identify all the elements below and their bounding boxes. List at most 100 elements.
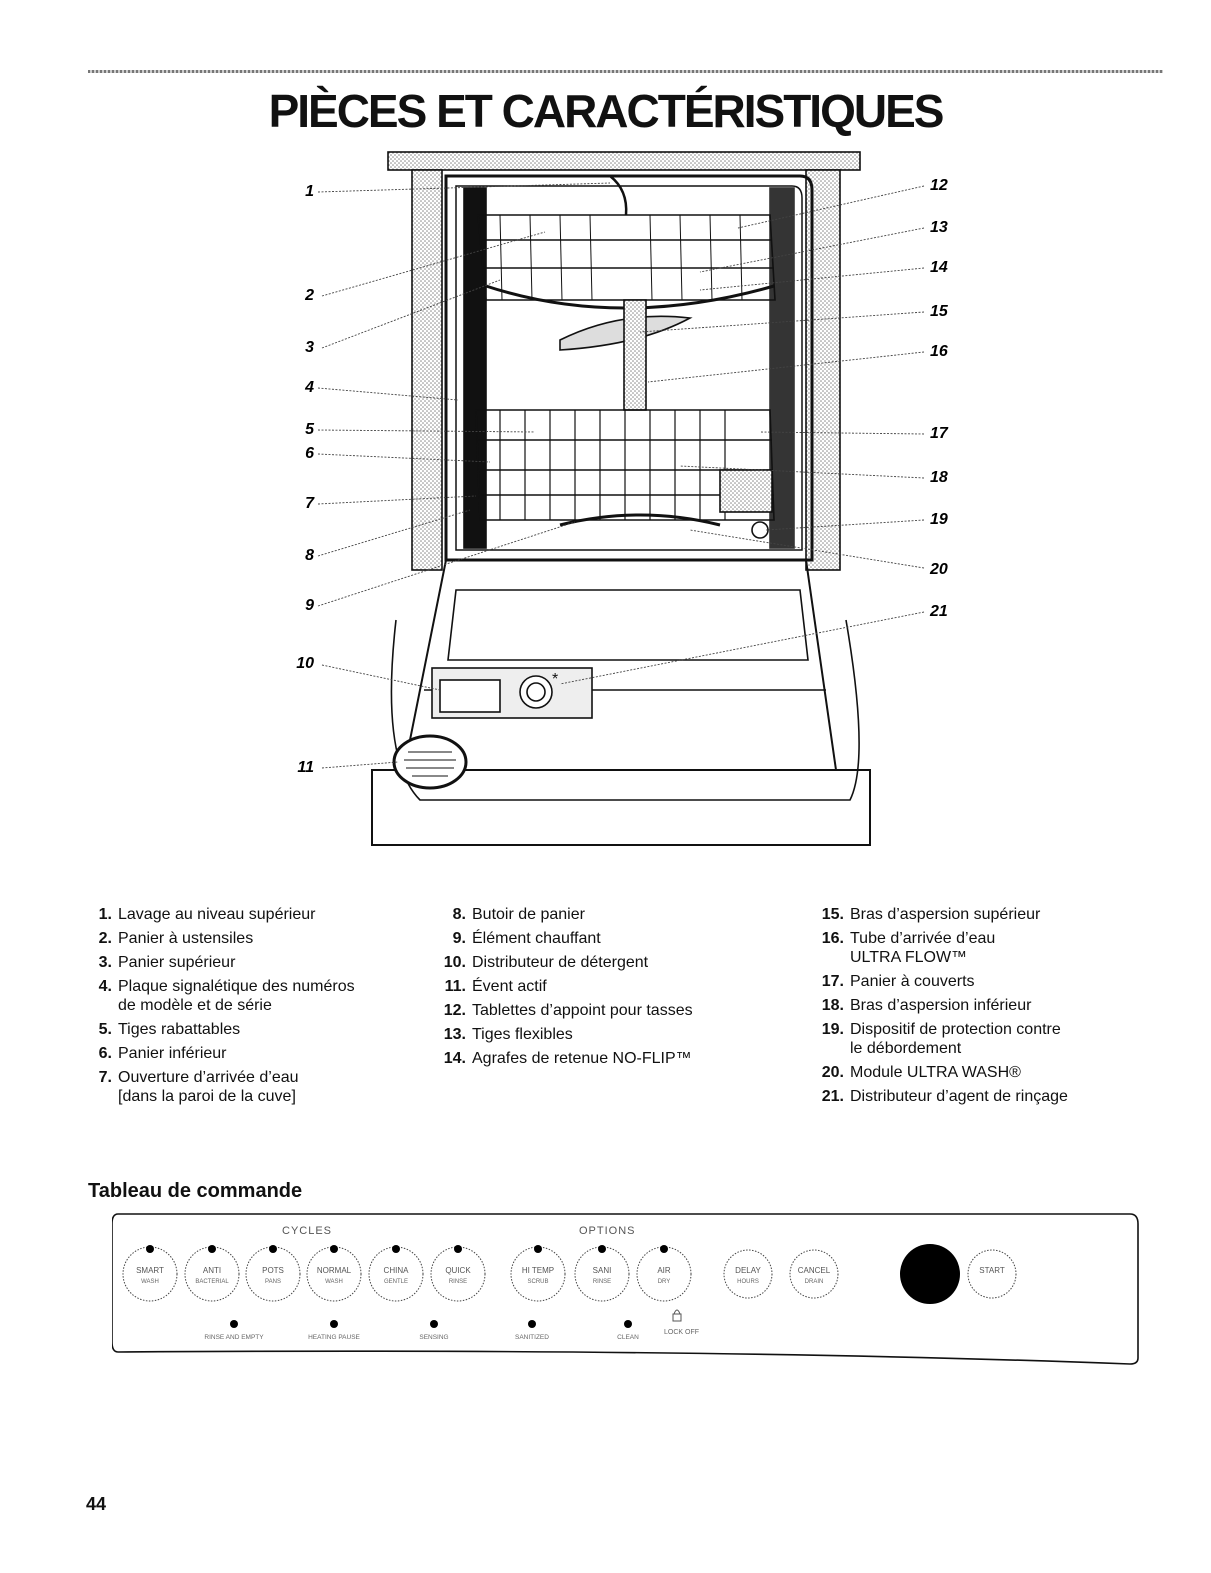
part-label: Dispositif de protection contre le débor… [850,1021,1061,1057]
indicator-led [454,1245,462,1253]
part-label: Panier inférieur [118,1045,227,1062]
indicator-led [146,1245,154,1253]
part-item: 21. Distributeur d’agent de rinçage [808,1087,1148,1106]
button-sublabel: WASH [325,1279,343,1285]
button-label: POTS [262,1266,284,1275]
indicator-label: SENSING [419,1334,448,1341]
callout-number: 6 [305,445,314,462]
cancel-drain-button[interactable]: CANCEL DRAIN [789,1249,839,1299]
dishwasher-drawing: * [371,151,871,846]
button-label: ANTI [203,1266,221,1275]
callout-number: 5 [305,421,315,438]
part-label: Butoir de panier [472,906,585,923]
cycle-button[interactable]: POTS PANS [245,1245,301,1302]
part-label: Évent actif [472,978,547,995]
button-sublabel: PANS [265,1279,281,1285]
part-number: 21. [821,1088,844,1105]
button-sublabel: RINSE [449,1279,467,1285]
button-label: DELAY [735,1266,761,1275]
button-sublabel: SCRUB [527,1279,548,1285]
button-sublabel: BACTERIAL [195,1279,229,1285]
button-label: START [979,1266,1005,1275]
part-number: 3. [98,954,112,971]
indicator-label: HEATING PAUSE [308,1334,360,1341]
indicator-label: CLEAN [617,1334,639,1341]
part-label: Ouverture d’arrivée d’eau [dans la paroi… [118,1069,299,1105]
button-label: NORMAL [317,1266,352,1275]
part-number: 14. [443,1050,466,1067]
page-title: PIÈCES ET CARACTÉRISTIQUES [268,85,945,137]
indicator-led [330,1245,338,1253]
part-label: Élément chauffant [472,930,601,947]
lock-icon [672,1309,682,1322]
cycle-button[interactable]: NORMAL WASH [306,1245,362,1302]
part-number: 16. [821,930,844,947]
indicator-led [208,1245,216,1253]
status-indicator: SENSING [419,1320,449,1341]
callout-number: 11 [297,759,314,776]
part-item: 3. Panier supérieur [76,953,426,972]
indicator-led [430,1320,438,1328]
delay-hours-button[interactable]: DELAY HOURS [723,1249,773,1299]
part-number: 19. [821,1021,844,1038]
part-item: 15.Bras d’aspersion supérieur [808,905,1148,924]
part-number: 11. [444,978,466,995]
button-sublabel: GENTLE [384,1279,408,1285]
button-sublabel: HOURS [737,1279,759,1285]
part-label: Bras d’aspersion inférieur [850,997,1032,1014]
page-number: 44 [86,1494,107,1514]
cycles-label: CYCLES [282,1225,332,1237]
part-item: 12.Tablettes d’appoint pour tasses [430,1001,800,1020]
button-label: CHINA [384,1266,410,1275]
part-number: 7. [98,1069,112,1086]
indicator-led [330,1320,338,1328]
part-item: 7. Ouverture d’arrivée d’eau [dans la par… [76,1068,426,1106]
button-label: SMART [136,1266,164,1275]
indicator-led [660,1245,668,1253]
part-label: Lavage au niveau supérieur [118,906,316,923]
button-ring [789,1249,839,1299]
indicator-led [624,1320,632,1328]
part-number: 15. [821,906,844,923]
part-number: 4. [98,978,112,995]
part-label: Panier à ustensiles [118,930,254,947]
callout-number: 8 [305,547,314,564]
indicator-led [392,1245,400,1253]
control-panel-outline [112,1213,1139,1365]
part-item: 5.Tiges rabattables [76,1020,426,1039]
part-number: 5. [98,1021,112,1038]
cycle-button[interactable]: ANTI BACTERIAL [184,1245,240,1302]
part-number: 18. [821,997,844,1014]
part-item: 6.Panier inférieur [76,1044,426,1063]
start-button[interactable]: START [967,1249,1017,1299]
part-number: 10. [443,954,466,971]
button-label: CANCEL [798,1266,831,1275]
indicator-led [598,1245,606,1253]
indicator-label: RINSE AND EMPTY [204,1334,264,1341]
callout-number: 18 [930,469,948,486]
part-label: Distributeur d’agent de rinçage [850,1088,1068,1105]
button-sublabel: DRAIN [805,1279,824,1285]
control-panel-diagram: CYCLES OPTIONS SMARTWASHANTIBACTERIALPOT… [112,1213,1139,1365]
part-item: 4.Plaque signalétique des numéros de mod… [76,977,426,1015]
callout-number: 7 [305,495,315,512]
part-label: Tiges flexibles [472,1026,573,1043]
callout-number: 20 [929,561,948,578]
part-number: 2. [98,930,112,947]
callout-number: 16 [930,343,948,360]
part-item: 18. Bras d’aspersion inférieur [808,996,1148,1015]
part-label: Panier supérieur [118,954,236,971]
part-number: 13. [443,1026,466,1043]
cycle-button[interactable]: CHINA GENTLE [368,1245,424,1302]
button-sublabel: DRY [658,1279,671,1285]
